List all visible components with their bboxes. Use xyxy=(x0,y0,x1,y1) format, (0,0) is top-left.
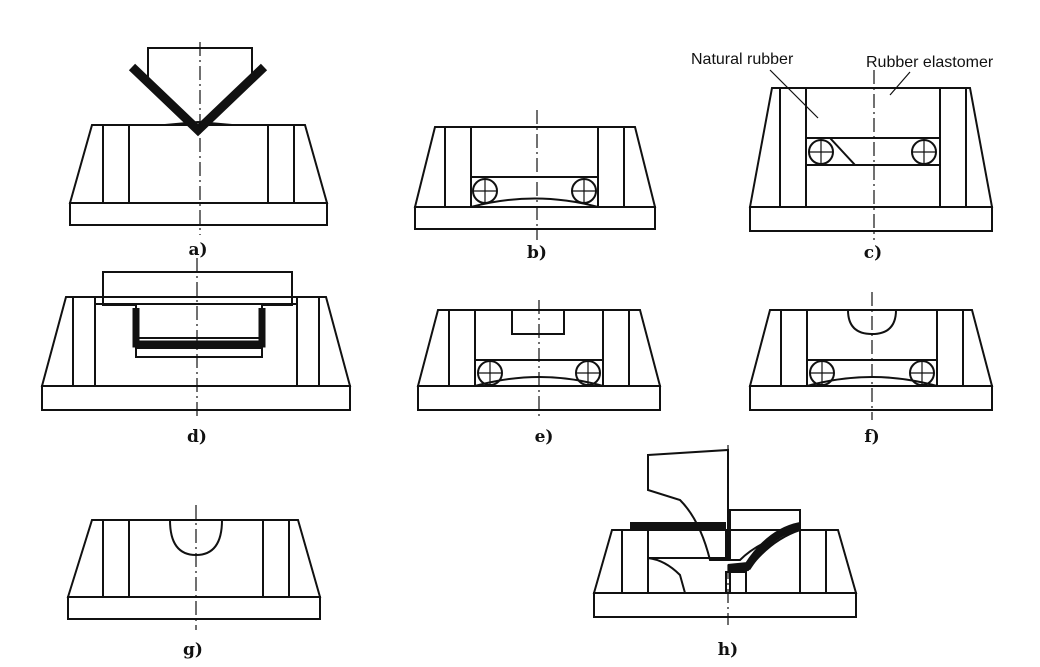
label-d: d) xyxy=(187,427,207,447)
label-g: g) xyxy=(183,640,203,660)
label-c: c) xyxy=(864,243,882,263)
annotation-natural-rubber: Natural rubber xyxy=(691,51,794,68)
panel-e xyxy=(416,300,662,420)
panel-c xyxy=(748,69,994,240)
panel-h xyxy=(592,445,858,625)
label-b: b) xyxy=(527,243,547,263)
annotation-rubber-elastomer: Rubber elastomer xyxy=(866,54,994,71)
label-e: e) xyxy=(535,427,554,447)
panel-g xyxy=(66,505,322,630)
panel-b xyxy=(413,110,657,240)
label-h: h) xyxy=(718,640,738,660)
label-a: a) xyxy=(188,240,207,260)
panel-f xyxy=(748,292,994,420)
panel-a xyxy=(68,42,329,235)
label-f: f) xyxy=(864,427,879,447)
panel-d xyxy=(40,258,352,420)
